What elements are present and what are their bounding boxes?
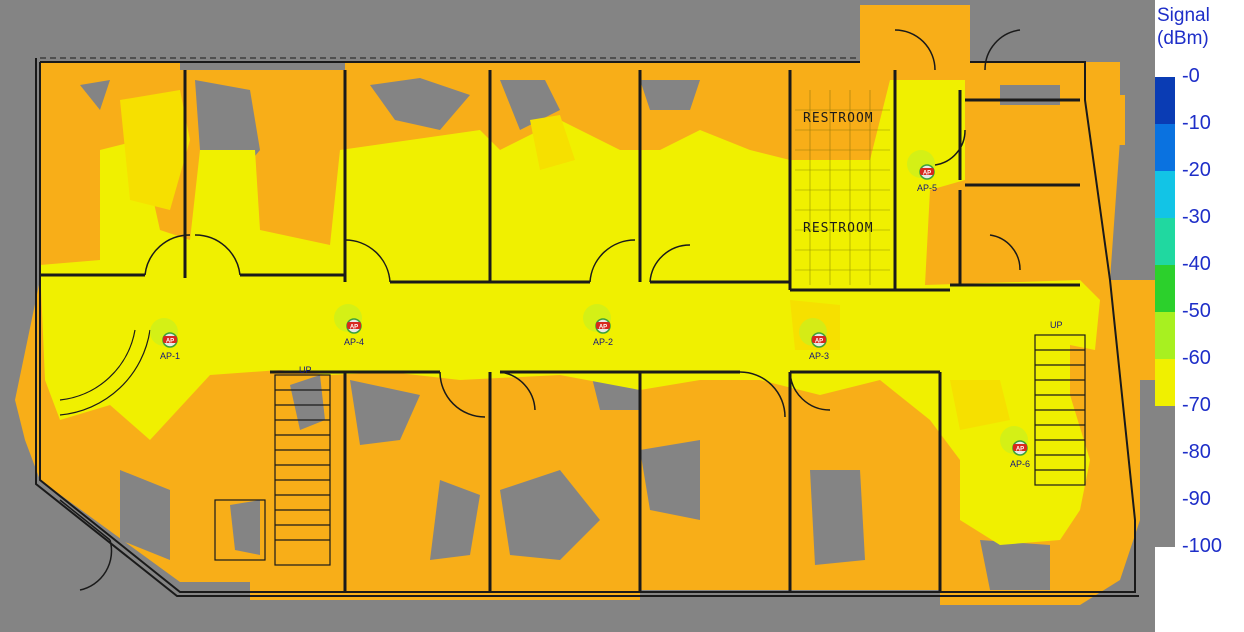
access-point-marker[interactable]: AP AP-4 (334, 304, 364, 347)
legend-swatch (1155, 124, 1175, 171)
ap-badge-text: AP (1016, 447, 1024, 453)
restroom-tiles (795, 90, 890, 285)
legend-title-line2: (dBm) (1157, 28, 1209, 49)
ap-name-label: AP-5 (917, 183, 937, 193)
legend-panel: Signal (dBm) -0 -10 -20 -30 -40 -50 -60 -70 -80 -… (1155, 0, 1244, 632)
room-label-restroom-1: RESTROOM (803, 111, 874, 126)
ap-name-label: AP-3 (809, 351, 829, 361)
ap-badge-text: AP (923, 171, 931, 177)
legend-tick-label: -30 (1182, 206, 1211, 228)
legend-title: Signal (dBm) (1155, 4, 1244, 50)
access-point-marker[interactable]: AP AP-3 (799, 318, 829, 361)
room-label-restroom-2: RESTROOM (803, 221, 874, 236)
ap-badge-icon (920, 168, 934, 175)
legend-swatch (1155, 359, 1175, 406)
ap-name-label: AP-6 (1010, 459, 1030, 469)
ap-badge-icon (163, 336, 177, 343)
door-swings (59, 29, 1021, 591)
ap-name-label: AP-2 (593, 337, 613, 347)
stair-label-up-2: UP (1050, 320, 1063, 330)
legend-swatch (1155, 265, 1175, 312)
legend-swatch (1155, 406, 1175, 453)
exterior-walls (35, 57, 1139, 597)
corridor-walls (40, 70, 1080, 592)
legend-tick-label: -10 (1182, 112, 1211, 134)
wifi-heatmap-floorplan[interactable]: RESTROOM RESTROOM UP UP APAP-1APAP-4APAP… (0, 0, 1155, 632)
access-point-marker[interactable]: AP AP-6 (1000, 426, 1030, 469)
legend-swatch (1155, 171, 1175, 218)
coverage-fair-zone (120, 90, 1010, 430)
legend-tick-label: -50 (1182, 300, 1211, 322)
legend-swatch (1155, 500, 1175, 547)
legend-tick-label: -80 (1182, 441, 1211, 463)
legend-tick-label: -20 (1182, 159, 1211, 181)
legend-swatch (1155, 218, 1175, 265)
legend-tick-label: -100 (1182, 535, 1223, 557)
stairs (59, 329, 1086, 566)
access-point-marker[interactable]: AP AP-2 (583, 304, 613, 347)
ap-badge-text: AP (599, 325, 607, 331)
legend-tick-label: -70 (1182, 394, 1211, 416)
ap-badge-icon (596, 322, 610, 329)
coverage-none-zone (80, 78, 1060, 590)
ap-name-label: AP-4 (344, 337, 364, 347)
ap-badge-text: AP (350, 325, 358, 331)
ap-badge-text: AP (815, 339, 823, 345)
ap-badge-icon (347, 322, 361, 329)
ap-name-label: AP-1 (160, 351, 180, 361)
legend-swatch (1155, 312, 1175, 359)
coverage-strong-zone (40, 80, 1100, 545)
access-point-marker[interactable]: AP AP-5 (907, 150, 937, 193)
ap-badge-icon (1013, 444, 1027, 451)
legend-tick-label: -60 (1182, 347, 1211, 369)
legend-title-line1: Signal (1157, 5, 1210, 26)
ap-badge-text: AP (166, 339, 174, 345)
stair-label-up-1: UP (299, 365, 312, 375)
ap-badge-icon (812, 336, 826, 343)
legend-color-bar (1155, 77, 1175, 547)
legend-swatch (1155, 77, 1175, 124)
legend-swatch (1155, 453, 1175, 500)
legend-tick-label: -40 (1182, 253, 1211, 275)
access-point-marker[interactable]: AP AP-1 (150, 318, 180, 361)
legend-tick-label: -0 (1182, 65, 1200, 87)
legend-tick-label: -90 (1182, 488, 1211, 510)
